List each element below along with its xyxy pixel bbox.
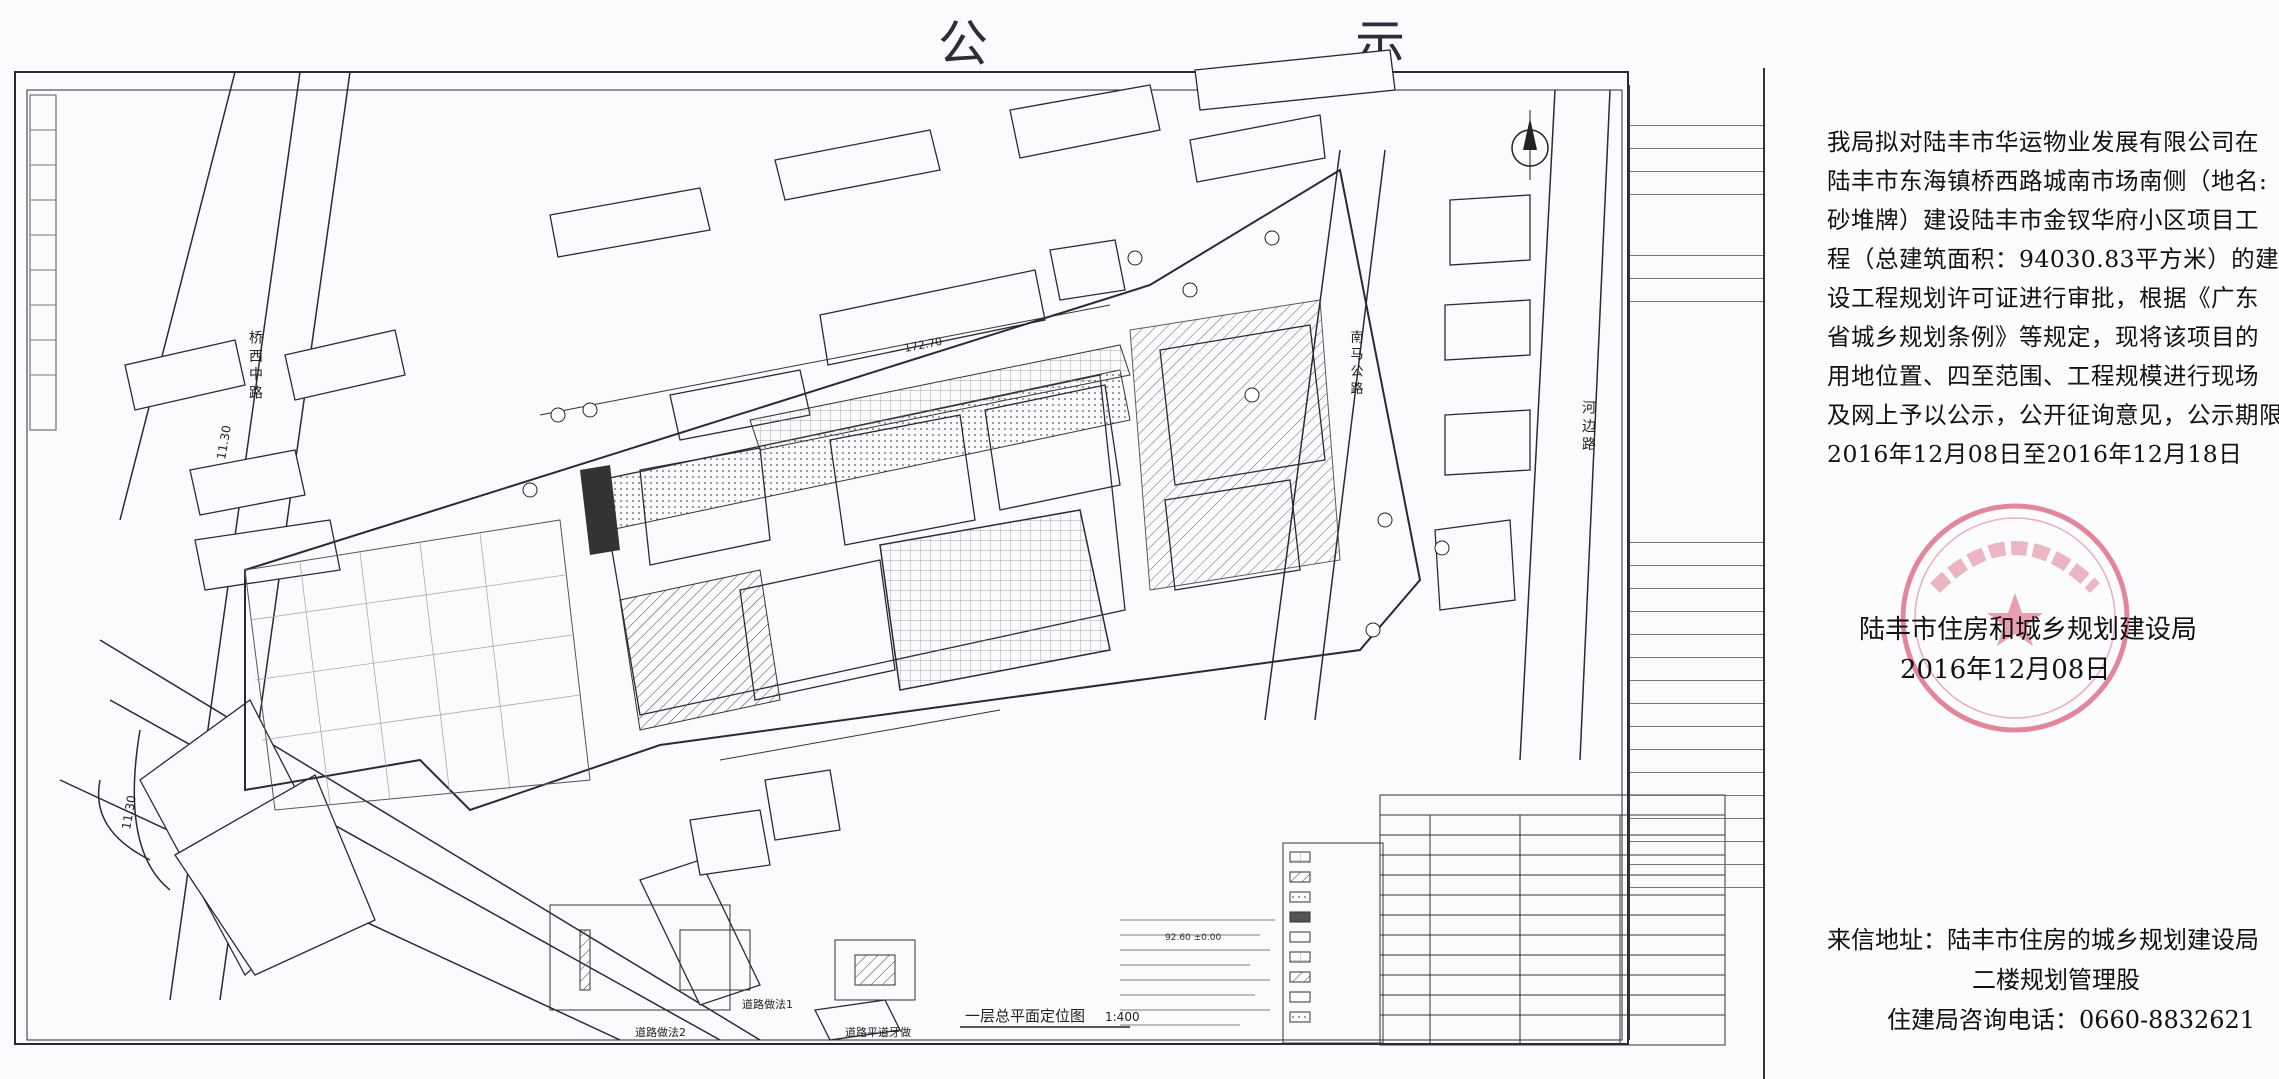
dim-11-30-b: 11.30 (119, 794, 139, 830)
contact-phone: 住建局咨询电话：0660-8832621 (1887, 1006, 2256, 1034)
notice-line: 程（总建筑面积：94030.83平方米）的建 (1827, 245, 2279, 273)
title-block (1628, 85, 1765, 1040)
contact-block: 来信地址：陆丰市住房的城乡规划建设局 二楼规划管理股 住建局咨询电话：0660-… (1827, 920, 2259, 1040)
elevation-note: 92.60 ±0.00 (1165, 933, 1221, 943)
notice-line: 陆丰市东海镇桥西路城南市场南侧（地名: (1827, 167, 2268, 195)
road-detail-2: 道路做法2 (635, 1025, 686, 1039)
notice-line: 省城乡规划条例》等规定，现将该项目的 (1827, 323, 2259, 351)
notice-text: 我局拟对陆丰市华运物业发展有限公司在 陆丰市东海镇桥西路城南市场南侧（地名: 砂… (1827, 123, 2279, 474)
plan-title: 一层总平面定位图 (965, 1007, 1085, 1025)
courtyard-hatch (619, 569, 781, 731)
public-notice-panel: 我局拟对陆丰市华运物业发展有限公司在 陆丰市东海镇桥西路城南市场南侧（地名: 砂… (1763, 68, 2279, 1079)
grid-markers (522, 230, 1450, 638)
site-buildings (639, 324, 1326, 701)
east-road-label: 河 边 路 (1580, 400, 1596, 451)
design-notes (1120, 919, 1275, 1026)
west-road-label: 桥 西 中 路 (247, 330, 263, 400)
notice-line: 用地位置、四至范围、工程规模进行现场 (1827, 362, 2259, 390)
left-margin-rows (30, 129, 56, 376)
dimension-lines (539, 304, 1111, 761)
header-char-left: 公 (938, 15, 988, 73)
plan-scale: 1:400 (1105, 1010, 1140, 1024)
site-boundary (244, 168, 1422, 812)
northeast-road-label: 南 马 公 路 (1348, 329, 1364, 394)
notice-line: 砂堆牌）建设陆丰市金钗华府小区项目工 (1827, 206, 2259, 234)
notice-line: 我局拟对陆丰市华运物业发展有限公司在 (1827, 128, 2259, 156)
indicator-table (1379, 794, 1726, 1046)
notice-line: 及网上予以公示，公开征询意见，公示期限: (1827, 401, 2279, 429)
basement-grid (249, 532, 581, 806)
page-header: 公 示 (0, 0, 1770, 73)
left-margin-strip (29, 94, 57, 431)
site-plan-drawing: 桥 西 中 路 河 边 路 南 马 公 路 (14, 49, 1765, 1046)
road-details (549, 904, 916, 1011)
road-detail-3: 道路平道牙做 (845, 1025, 911, 1039)
issue-date: 2016年12月08日 (1900, 655, 2111, 685)
sheet-inner-border (26, 89, 1623, 1041)
north-strip (749, 344, 1131, 451)
dim-11-30-a: 11.30 (214, 424, 234, 460)
contact-address-line2: 二楼规划管理股 (1972, 966, 2140, 994)
official-seal-stamp (1900, 503, 2130, 733)
svg-text:桥 西 中 路: 桥 西 中 路 (247, 330, 263, 400)
notice-line: 2016年12月08日至2016年12月18日 (1827, 440, 2243, 468)
site-plan-svg: 桥 西 中 路 河 边 路 南 马 公 路 (14, 49, 1726, 1046)
road-detail-1: 道路做法1 (742, 997, 793, 1011)
issuer-name: 陆丰市住房和城乡规划建设局 (1859, 615, 2198, 645)
notice-line: 设工程规划许可证进行审批，根据《广东 (1827, 284, 2259, 312)
contact-address: 来信地址：陆丰市住房的城乡规划建设局 (1827, 926, 2259, 954)
central-plaza (879, 509, 1111, 691)
legend-block (1282, 842, 1384, 1044)
plan-title-block: 一层总平面定位图 1:400 (960, 1007, 1140, 1028)
basement-area (244, 519, 591, 811)
east-building-hatch (1129, 299, 1341, 591)
dark-strip (580, 465, 620, 555)
east-road (1519, 89, 1611, 761)
north-arrow-icon (1511, 110, 1549, 180)
